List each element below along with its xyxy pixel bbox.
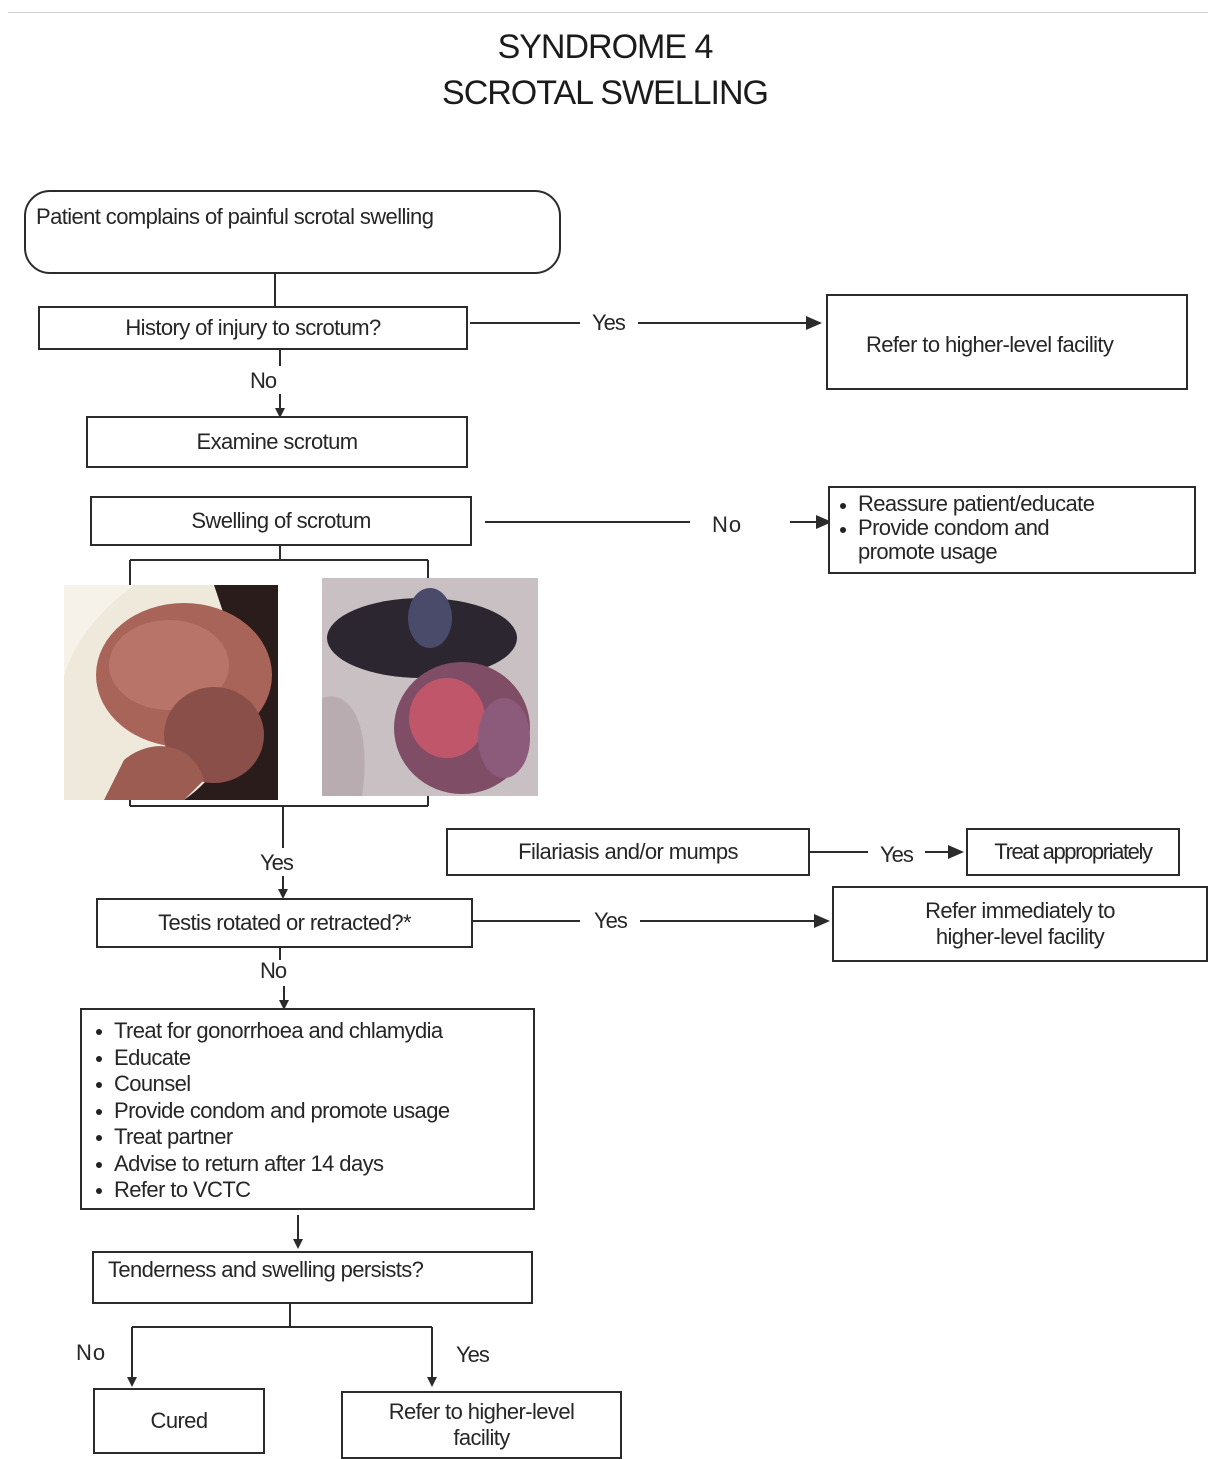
- label-no-injury: No: [250, 368, 277, 393]
- title-syndrome: SYNDROME 4: [497, 28, 714, 66]
- top-rule: [8, 12, 1208, 13]
- node-treat-appropriately: Treat appropriately: [966, 828, 1180, 876]
- treatment-item: Educate: [92, 1045, 533, 1072]
- label-yes-tenderness: Yes: [456, 1342, 490, 1367]
- treatment-item: Treat for gonorrhoea and chlamydia: [92, 1018, 533, 1045]
- node-refer-immediately: Refer immediately to higher-level facili…: [832, 886, 1208, 962]
- label-no-testis: No: [260, 958, 287, 983]
- start-node: Patient complains of painful scrotal swe…: [24, 190, 561, 274]
- label-no-tenderness: No: [76, 1340, 107, 1365]
- node-examine: Examine scrotum: [86, 416, 468, 468]
- decision-injury: History of injury to scrotum?: [38, 306, 468, 350]
- treatment-item: Refer to VCTC: [92, 1177, 533, 1204]
- label-yes-testis: Yes: [594, 908, 628, 933]
- clinical-photo-right: [322, 578, 538, 796]
- decision-tenderness: Tenderness and swelling persists?: [92, 1251, 533, 1304]
- treatment-item: Provide condom and promote usage: [92, 1098, 533, 1125]
- node-refer-higher-2: Refer to higher-level facility: [341, 1391, 622, 1459]
- node-cured: Cured: [93, 1388, 265, 1454]
- node-treatment: Treat for gonorrhoea and chlamydia Educa…: [80, 1008, 535, 1210]
- treatment-item: Treat partner: [92, 1124, 533, 1151]
- label-yes-injury: Yes: [592, 310, 626, 335]
- reassure-item: Provide condom and promote usage: [836, 516, 1098, 564]
- reassure-item: Reassure patient/educate: [836, 492, 1194, 516]
- label-no-swelling: No: [712, 512, 743, 537]
- node-swelling: Swelling of scrotum: [90, 496, 472, 546]
- node-reassure: Reassure patient/educate Provide condom …: [828, 486, 1196, 574]
- clinical-photo-left: [64, 585, 278, 800]
- treatment-item: Advise to return after 14 days: [92, 1151, 533, 1178]
- title-scrotal-swelling: SCROTAL SWELLING: [442, 74, 769, 112]
- node-refer-higher-1: Refer to higher-level facility: [826, 294, 1188, 390]
- treatment-item: Counsel: [92, 1071, 533, 1098]
- label-yes-photos: Yes: [260, 850, 294, 875]
- decision-testis: Testis rotated or retracted?*: [96, 898, 473, 948]
- node-filariasis: Filariasis and/or mumps: [446, 828, 810, 876]
- label-yes-filariasis: Yes: [880, 842, 914, 867]
